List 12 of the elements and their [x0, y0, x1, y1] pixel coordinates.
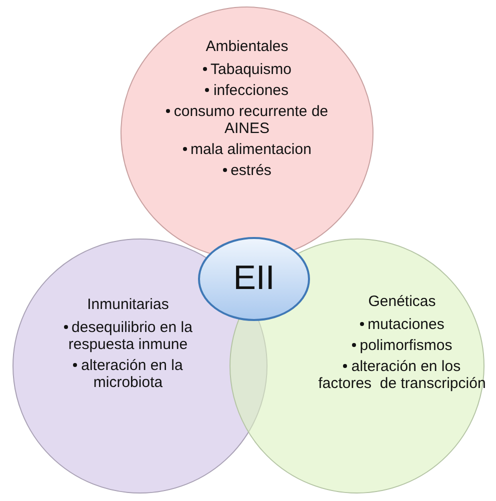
- bullet-item: alteración en la microbiota: [52, 357, 204, 391]
- bullet-item: infecciones: [157, 82, 337, 99]
- center-label: EII: [232, 258, 276, 298]
- category-heading: Ambientales: [204, 38, 290, 55]
- bullet-item: mutaciones: [318, 316, 486, 333]
- bullet-item: alteración en los factores de transcripción: [318, 358, 486, 392]
- bullet-item: estrés: [157, 162, 337, 179]
- bullet-item: polimorfismos: [318, 337, 486, 354]
- category-heading: Inmunitarias: [86, 296, 170, 313]
- bullet-item: mala alimentacion: [157, 141, 337, 158]
- bullet-item: Tabaquismo: [157, 61, 337, 78]
- category-heading: Genéticas: [367, 293, 437, 310]
